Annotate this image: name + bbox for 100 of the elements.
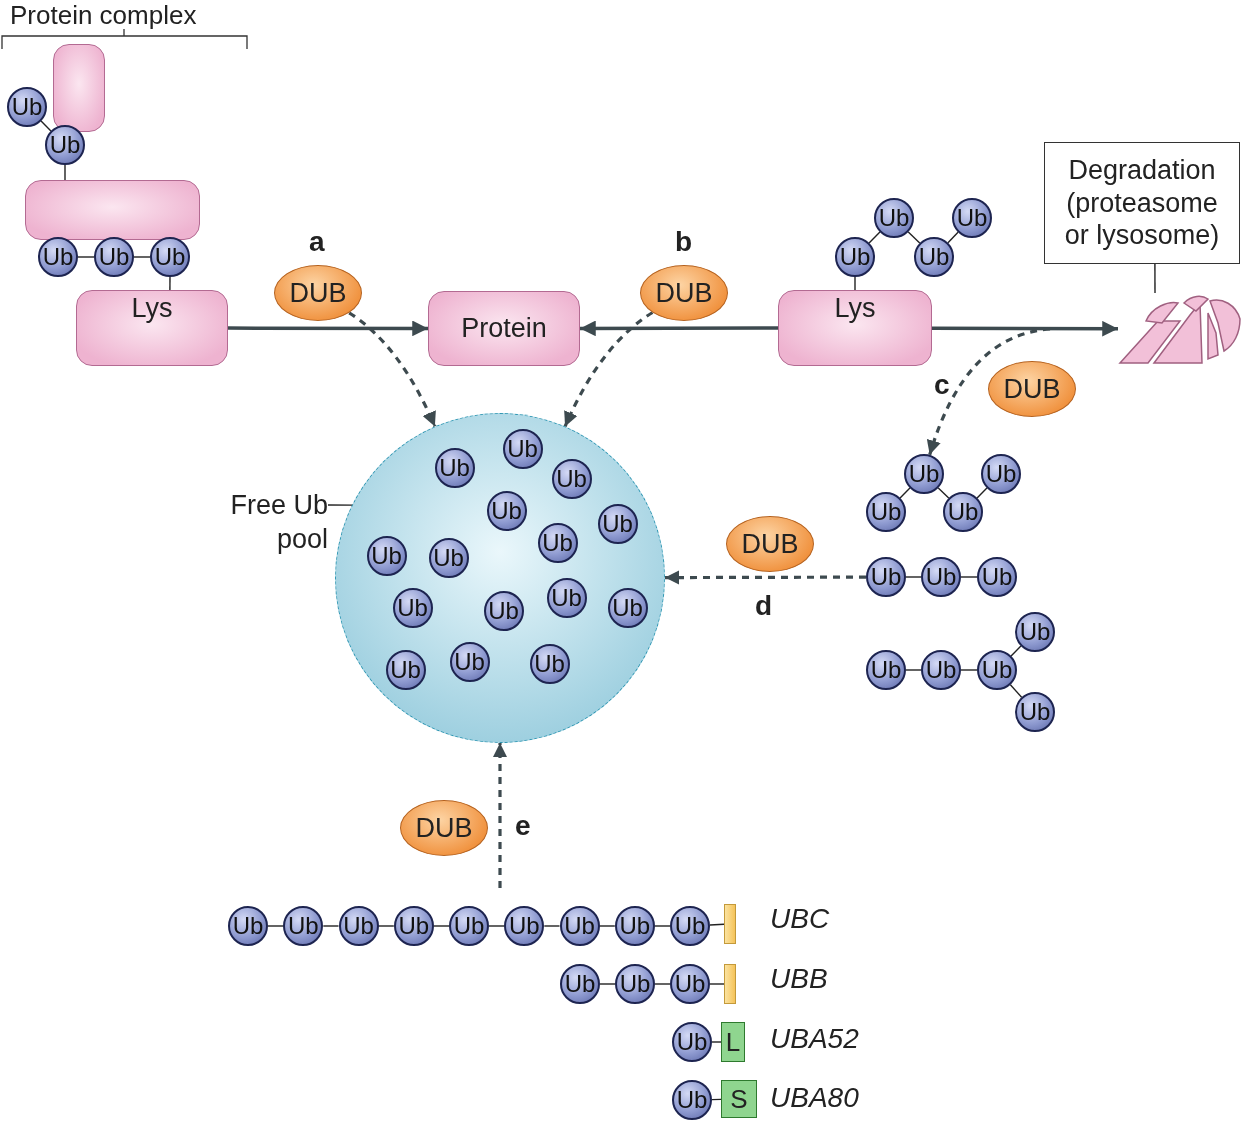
ubiquitin-label: Ub [42,243,74,271]
arrow [228,320,428,337]
arrow [580,320,778,337]
ubiquitin-circle [449,641,490,682]
gene-name: UBA52 [770,1023,859,1055]
ubiquitin-label: Ub [397,593,428,622]
ubiquitin-label: Ub [232,912,264,940]
protein-box [25,180,200,240]
connector-line [377,925,395,927]
ubiquitin-circle [7,87,47,127]
enzyme-label: DUB [741,528,799,560]
ubiquitin-circle [614,906,655,946]
connector-line [907,231,921,244]
enzyme-label: DUB [415,812,473,844]
ubiquitin-circle [338,906,379,946]
ubiquitin-circle [943,492,983,532]
connector-line [169,276,171,291]
ubiquitin-label: Ub [612,593,643,622]
leader-line [327,504,354,506]
ubiquitin-circle [921,557,961,597]
panel-letter: e [515,810,531,842]
ubiquitin-label: Ub [49,131,81,159]
ubiquitin-circle [560,964,600,1004]
ubiquitin-circle [449,906,489,946]
ubiquitin-circle [150,237,190,277]
protein-box [53,44,105,132]
ubiquitin-label: Ub [619,970,651,998]
ubiquitin-label: Ub [602,509,633,538]
ubiquitin-label: Ub [556,464,587,493]
ubiquitin-circle [393,906,434,946]
dashed-arrow [927,327,1051,456]
ubiquitin-label: Ub [674,970,706,998]
ubiquitin-label: Ub [985,460,1017,488]
ubiquitin-label: Ub [908,460,940,488]
connector-line [133,256,151,258]
ubiquitin-circle [537,522,578,563]
ubiquitin-circle [228,906,268,946]
ubiquitin-label: Ub [1019,698,1051,726]
ubiquitin-circle [952,198,992,238]
gene-bar [724,964,736,1004]
ubiquitin-label: Ub [619,912,651,940]
ubiquitin-circle [672,1080,712,1120]
connector-line [854,276,856,291]
ubiquitin-label: Ub [343,912,374,940]
ubiquitin-label: Ub [956,204,988,232]
ubiquitin-circle [385,649,426,690]
ubiquitin-circle [835,237,875,277]
enzyme-label: DUB [655,277,713,309]
protein-label: Lys [131,293,173,324]
protein-box [778,290,932,366]
ubiquitin-label: Ub [433,543,464,572]
panel-letter: a [309,226,325,258]
tag-label: L [725,1026,741,1058]
ubiquitin-circle [283,906,324,946]
ubiquitin-label: Ub [564,912,595,940]
connector-line [1010,645,1022,657]
ubiquitin-circle [94,237,134,277]
arrow [932,320,1118,337]
pool-label: Free Ub pool [196,486,328,560]
ubiquitin-circle [546,577,587,618]
ubiquitin-circle [597,503,638,544]
connector-line [40,120,52,132]
ubiquitin-circle [366,535,407,576]
ubiquitin-label: Ub [454,647,485,676]
ubiquitin-circle [874,198,914,238]
ubiquitin-circle [670,906,710,946]
connector-line [905,669,922,671]
connector-line [937,487,950,499]
ubiquitin-label: Ub [870,656,902,684]
ubiquitin-circle [977,557,1017,597]
ubiquitin-label: Ub [488,596,519,625]
ubiquitin-label: Ub [918,243,950,271]
gene-name: UBA80 [770,1082,859,1114]
connector-line [488,925,505,927]
connector-line [947,231,959,244]
ubiquitin-circle [672,1022,712,1062]
ubiquitin-circle [428,537,469,578]
connector-line [433,925,450,927]
ubiquitin-circle [502,428,543,469]
connector-line [322,925,340,927]
ubiquitin-label: Ub [947,498,979,526]
connector-line [77,256,95,258]
fragments-drawing [1118,293,1242,365]
ubiquitin-circle [45,125,85,165]
ubiquitin-label: Ub [507,434,538,463]
connector-line [960,576,978,578]
heading: Protein complex [10,0,197,31]
connector-line [654,983,671,985]
ubiquitin-label: Ub [287,912,319,940]
ubiquitin-circle [866,492,906,532]
connector-line [709,983,725,985]
ubiquitin-label: Ub [870,563,902,591]
dashed-arrow [563,311,654,428]
ubiquitin-label: Ub [839,243,871,271]
ubiquitin-circle [1015,692,1055,732]
connector-line [976,487,988,499]
ubiquitin-circle [529,643,570,684]
ubiquitin-label: Ub [453,912,485,940]
panel-letter: b [675,226,693,258]
ubiquitin-label: Ub [439,453,470,482]
